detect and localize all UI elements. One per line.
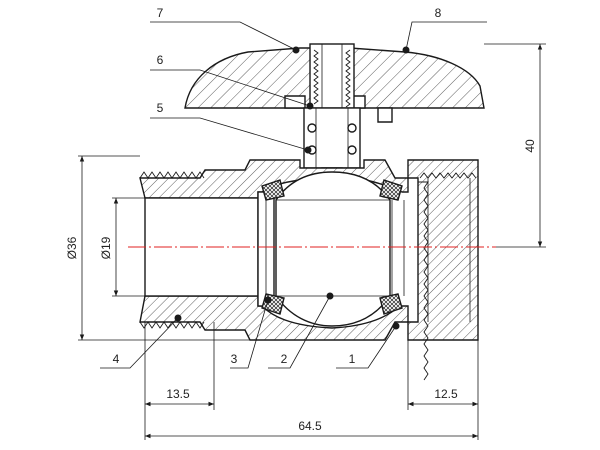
dimension-overall-length: 64.5 xyxy=(298,419,322,433)
dimension-height: 40 xyxy=(523,139,537,153)
valve-body xyxy=(139,159,479,381)
dimension-right-thread-length: 12.5 xyxy=(434,387,458,401)
callout-4: 4 xyxy=(113,352,120,366)
callout-7: 7 xyxy=(157,6,164,20)
insert-sleeve xyxy=(257,191,275,307)
callout-2: 2 xyxy=(281,352,288,366)
callout-8: 8 xyxy=(435,6,442,20)
callout-6: 6 xyxy=(157,53,164,67)
dimension-outer-diameter: Ø36 xyxy=(65,236,79,259)
callout-leaders xyxy=(100,21,487,369)
dimension-inner-diameter: Ø19 xyxy=(99,236,113,259)
callout-5: 5 xyxy=(157,101,164,115)
dimension-lines xyxy=(78,43,546,440)
ball-seats xyxy=(261,179,403,315)
callout-3: 3 xyxy=(231,352,238,366)
callout-1: 1 xyxy=(349,352,356,366)
dimension-left-thread-length: 13.5 xyxy=(166,387,190,401)
